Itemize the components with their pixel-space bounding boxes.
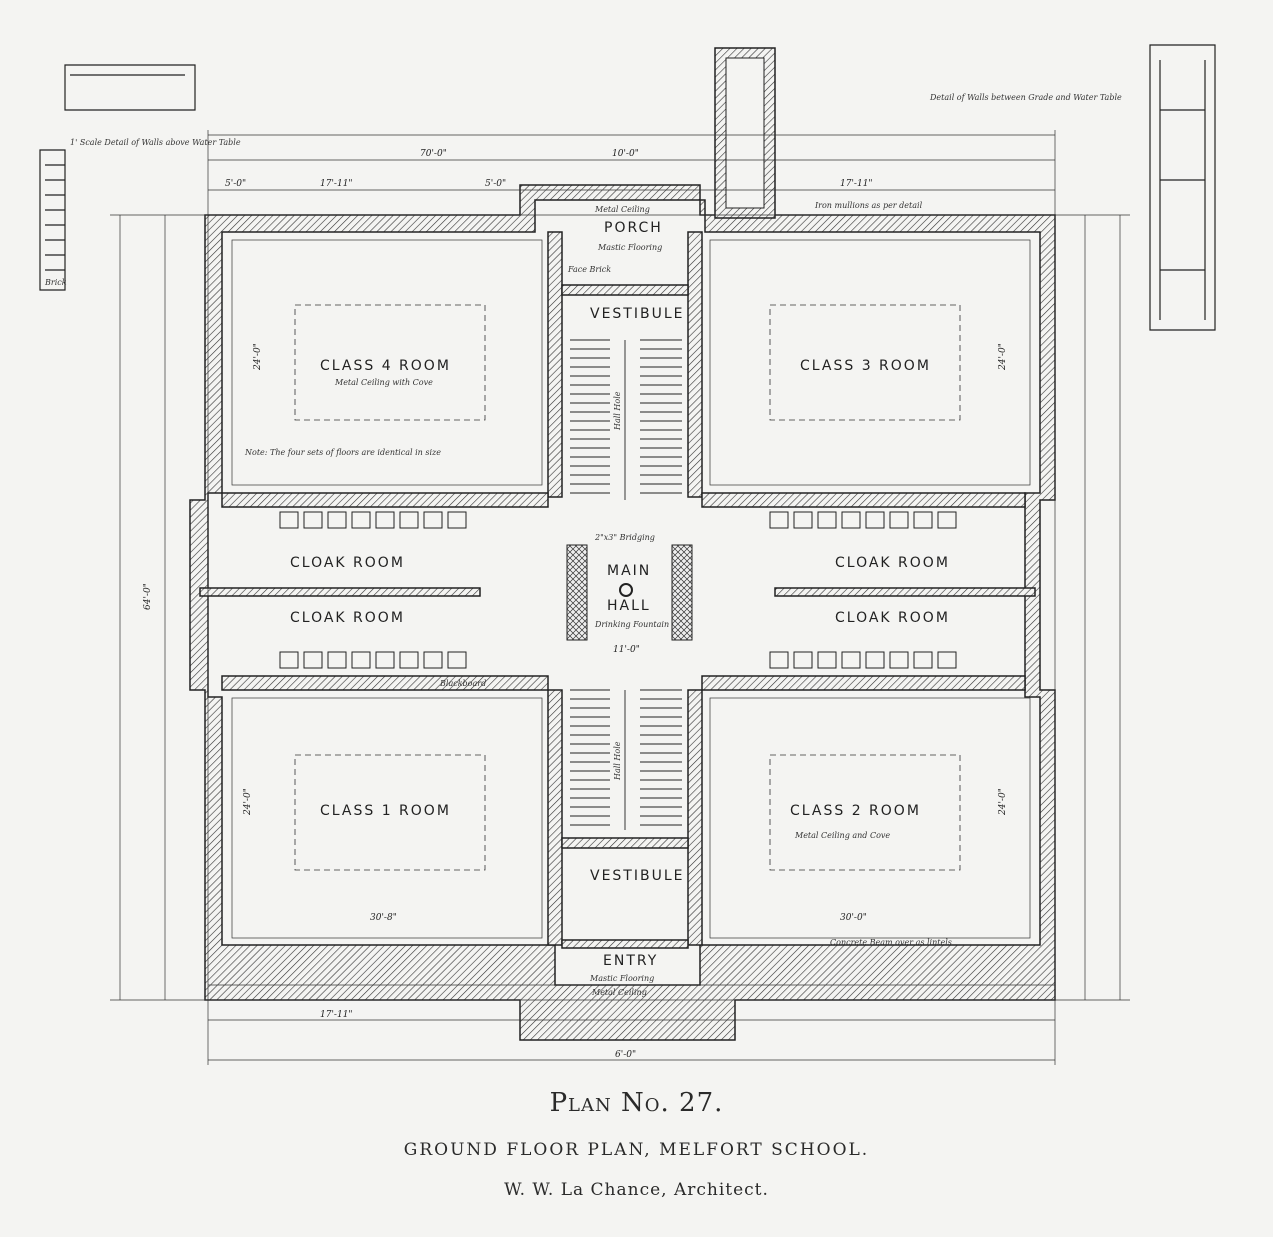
- note: Mastic Flooring: [589, 974, 654, 983]
- note: Metal Ceiling and Cove: [794, 831, 890, 840]
- locker: [769, 511, 789, 529]
- locker: [817, 511, 837, 529]
- locker: [279, 511, 299, 529]
- dimension-label: 17'-11": [320, 179, 353, 189]
- dimension-label: 64'-0": [143, 583, 153, 610]
- locker: [913, 651, 933, 669]
- note: 1' Scale Detail of Walls above Water Tab…: [70, 138, 241, 147]
- locker: [327, 511, 347, 529]
- dimension-label: 24'-0": [243, 788, 253, 816]
- note: Hall Hole: [613, 391, 622, 431]
- locker: [889, 651, 909, 669]
- locker: [817, 651, 837, 669]
- dimension-label: 10'-0": [612, 149, 639, 159]
- dimension-label: 17'-11": [320, 1010, 353, 1020]
- locker: [937, 511, 957, 529]
- room-label-porch: PORCH: [604, 220, 663, 236]
- room-label-cloak-sw: CLOAK ROOM: [290, 610, 405, 626]
- locker: [889, 511, 909, 529]
- note: Metal Ceiling with Cove: [334, 378, 433, 387]
- locker: [399, 651, 419, 669]
- room-label-vestibule-top: VESTIBULE: [590, 306, 685, 322]
- locker: [937, 651, 957, 669]
- dimension-label: 17'-11": [840, 179, 873, 189]
- locker: [327, 651, 347, 669]
- room-label-entry: ENTRY: [603, 953, 658, 969]
- note: 2"x3" Bridging: [594, 533, 655, 542]
- locker: [841, 651, 861, 669]
- interior-walls: [199, 231, 1036, 949]
- locker: [375, 651, 395, 669]
- locker: [447, 511, 467, 529]
- plan-number: Plan No. 27.: [549, 1088, 724, 1118]
- stairs: [570, 339, 682, 830]
- room-label-cloak-se: CLOAK ROOM: [835, 610, 950, 626]
- locker: [913, 511, 933, 529]
- dimension-label: 5'-0": [225, 179, 246, 189]
- locker: [423, 511, 443, 529]
- room-label-main-hall-1: MAIN: [607, 563, 651, 579]
- architect-credit: W. W. La Chance, Architect.: [504, 1180, 769, 1200]
- plan-title: GROUND FLOOR PLAN, MELFORT SCHOOL.: [403, 1140, 870, 1160]
- locker: [375, 511, 395, 529]
- drinking-fountain-icon: [619, 583, 633, 597]
- dimension-label: 30'-8": [370, 913, 397, 923]
- note: Drinking Fountain: [594, 620, 669, 629]
- room-label-vestibule-bottom: VESTIBULE: [590, 868, 685, 884]
- room-label-class-3: CLASS 3 ROOM: [800, 358, 931, 374]
- room-label-class-1: CLASS 1 ROOM: [320, 803, 451, 819]
- room-label-class-2: CLASS 2 ROOM: [790, 803, 921, 819]
- hall-pier-left: [566, 544, 588, 641]
- dimension-label: 70'-0": [420, 149, 447, 159]
- locker: [303, 511, 323, 529]
- room-label-cloak-nw: CLOAK ROOM: [290, 555, 405, 571]
- dimension-label: 5'-0": [485, 179, 506, 189]
- locker: [351, 511, 371, 529]
- note: Hall Hole: [613, 741, 622, 781]
- locker: [423, 651, 443, 669]
- note: Face Brick: [567, 265, 611, 274]
- locker: [399, 511, 419, 529]
- dimension-label: 24'-0": [998, 343, 1008, 371]
- wall-detail-right: [1149, 44, 1216, 331]
- locker: [793, 511, 813, 529]
- locker: [769, 651, 789, 669]
- dimension-label: 6'-0": [615, 1050, 636, 1060]
- room-label-class-4: CLASS 4 ROOM: [320, 358, 451, 374]
- locker: [279, 651, 299, 669]
- note: Metal Ceiling: [594, 205, 650, 214]
- note: Metal Ceiling: [591, 988, 647, 997]
- locker: [841, 511, 861, 529]
- dimension-label: 24'-0": [253, 343, 263, 371]
- dimension-label: 30'-0": [840, 913, 867, 923]
- dimension-label: 11'-0": [613, 645, 640, 655]
- note: Iron mullions as per detail: [814, 201, 923, 210]
- note: Mastic Flooring: [597, 243, 662, 252]
- note: Concrete Beam over as lintels: [830, 938, 952, 947]
- note: Detail of Walls between Grade and Water …: [929, 93, 1122, 102]
- note: Note: The four sets of floors are identi…: [244, 448, 441, 457]
- cloak-lockers: [279, 511, 957, 669]
- room-label-cloak-ne: CLOAK ROOM: [835, 555, 950, 571]
- wall-detail-left: [39, 64, 196, 291]
- locker: [447, 651, 467, 669]
- note: Brick: [44, 278, 67, 287]
- locker: [351, 651, 371, 669]
- note: Blackboard: [439, 679, 486, 688]
- locker: [865, 511, 885, 529]
- hall-pier-right: [671, 544, 693, 641]
- locker: [793, 651, 813, 669]
- locker: [303, 651, 323, 669]
- room-outlines: [231, 239, 1031, 939]
- locker: [865, 651, 885, 669]
- dimension-lines: [110, 130, 1130, 1065]
- dimension-label: 24'-0": [998, 788, 1008, 816]
- room-label-main-hall-2: HALL: [607, 598, 651, 614]
